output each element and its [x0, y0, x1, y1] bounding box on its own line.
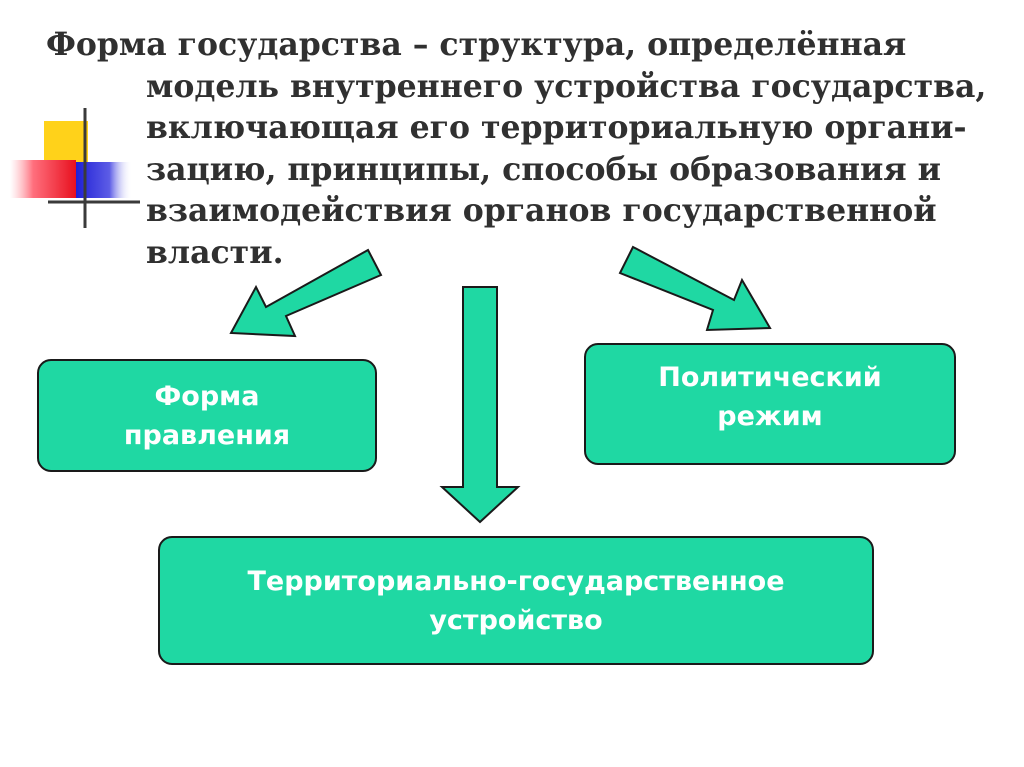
definition-line-5: взаимодействия органов государственной — [146, 192, 937, 229]
definition-text: Форма государства – структура, определён… — [46, 24, 1006, 273]
arrow-down-left-icon — [229, 248, 383, 338]
definition-line-2: модель внутреннего устройства государств… — [146, 67, 987, 105]
arrow-down-icon — [439, 286, 521, 524]
definition-line-3: включающая его территориальную органи- — [146, 109, 967, 146]
definition-line-6: власти. — [146, 233, 284, 271]
political-regime-box: Политический режим — [584, 343, 956, 465]
definition-line-1: Форма государства – структура, определён… — [46, 26, 907, 63]
definition-line-4: зацию, принципы, способы образования и — [146, 150, 941, 188]
territorial-structure-box: Территориально-государственное устройств… — [158, 536, 874, 665]
red-gradient-bar-icon — [10, 160, 76, 198]
decorative-squares-icon — [10, 108, 140, 228]
yellow-square-icon — [44, 121, 88, 163]
arrow-down-right-icon — [618, 245, 772, 332]
form-of-government-box: Форма правления — [37, 359, 377, 472]
